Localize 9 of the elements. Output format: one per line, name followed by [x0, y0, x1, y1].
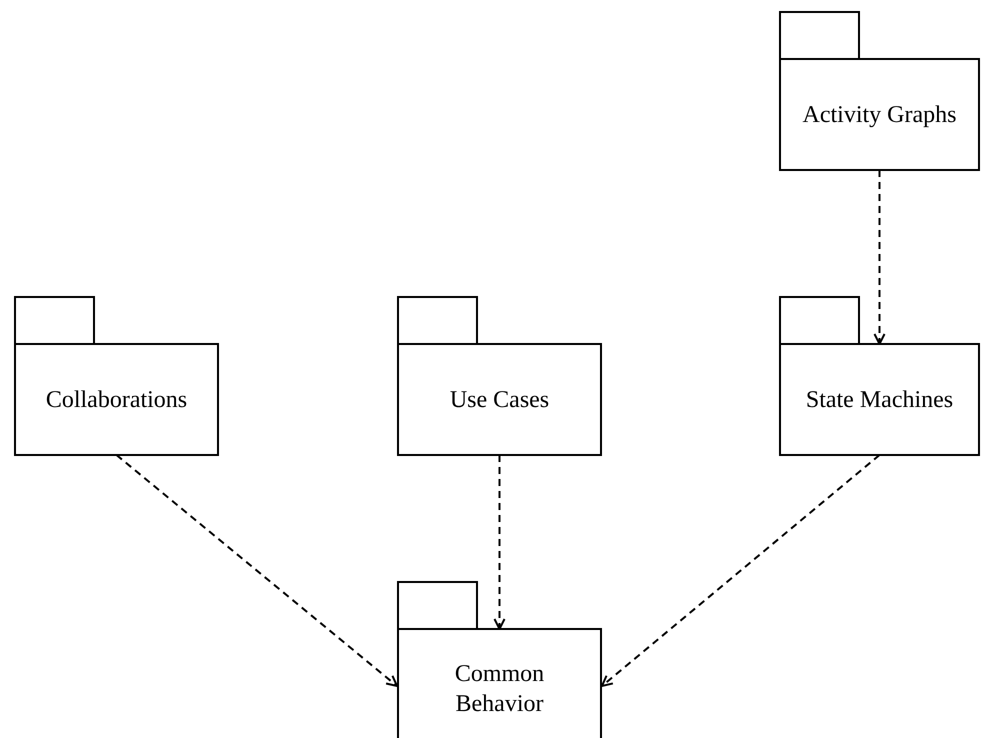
package-name: Use Cases — [450, 386, 550, 414]
package-name: Common Behavior — [454, 660, 546, 719]
dependency-arrow — [601, 454, 880, 687]
dependency-arrow — [494, 455, 506, 630]
dependency-arrow — [116, 454, 398, 687]
package-name: State Machines — [806, 386, 954, 414]
package-name: Collaborations — [46, 386, 188, 414]
package-name: Activity Graphs — [802, 100, 956, 130]
dependency-arrow — [874, 170, 886, 345]
